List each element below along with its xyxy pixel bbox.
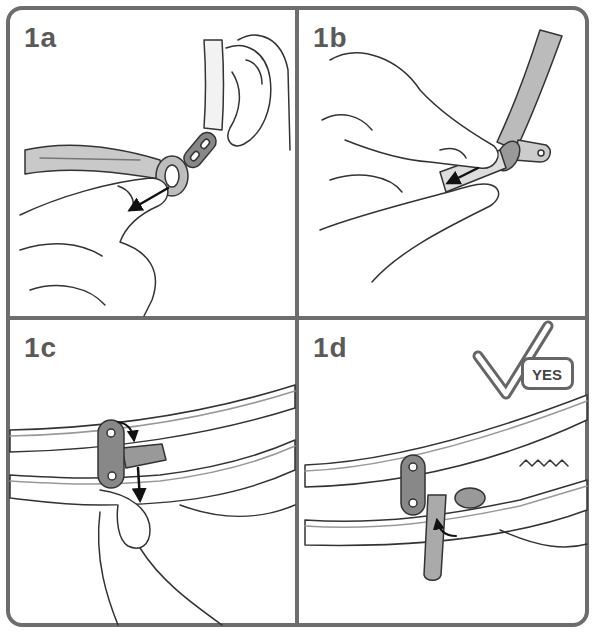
clip-hand-1a-part — [204, 40, 224, 130]
approval-badge: YES — [521, 357, 574, 390]
clip-hand-1a-part — [118, 186, 133, 210]
clip-hand-1a-part — [165, 165, 179, 187]
clip-hand-1c-part — [10, 385, 295, 452]
clip-hand-1c-part — [140, 548, 222, 625]
step-panel: 1c — [8, 318, 297, 625]
clip-hand-1d-part — [401, 455, 425, 515]
clip-hand-1b-part — [330, 53, 498, 168]
clip-hand-1a-part — [30, 286, 105, 305]
clip-hand-1a-part — [180, 129, 220, 171]
step-number: 1c — [24, 334, 57, 362]
step-panel: 1dYES — [297, 318, 588, 625]
clip-hand-1a-part — [180, 129, 220, 171]
clip-hand-1a-part — [246, 60, 262, 84]
clip-hand-1c-part — [108, 472, 116, 480]
clip-hand-1c-part — [107, 429, 115, 437]
clip-hand-1c-part — [122, 444, 166, 468]
clip-hand-1d-part — [305, 401, 587, 471]
clip-hand-1a-part — [20, 244, 102, 256]
clip-hand-1c-part — [10, 391, 295, 436]
clip-hand-1d — [305, 395, 587, 580]
step-number: 1b — [313, 24, 348, 52]
clip-hand-1d-part — [520, 460, 568, 466]
frame-part — [8, 316, 587, 320]
clip-hand-1b-part — [440, 148, 466, 158]
clip-hand-1d-part — [409, 499, 417, 507]
clip-hand-1a-part — [25, 145, 165, 180]
clip-hand-1b-part — [448, 168, 478, 183]
clip-hand-1d-part — [409, 463, 417, 471]
step-number: 1a — [24, 24, 57, 52]
clip-hand-1b-part — [538, 150, 544, 156]
clip-hand-1d-part — [305, 480, 587, 545]
clip-hand-1b-part — [497, 30, 562, 150]
clip-hand-1b-part — [320, 184, 499, 282]
clip-hand-1d-part — [500, 530, 587, 547]
badge-text: YES — [532, 367, 562, 382]
clip-hand-1a-part — [226, 46, 271, 146]
clip-hand-1c-part — [99, 512, 118, 625]
clip-hand-1a-part — [189, 150, 200, 162]
clip-hand-1c-part — [180, 505, 295, 516]
clip-hand-1c-part — [98, 420, 124, 488]
frame-part — [8, 8, 587, 625]
clip-hand-1c-part — [118, 422, 134, 440]
clip-hand-1a-part — [20, 178, 168, 316]
step-panel: 1b — [297, 8, 588, 318]
clip-hand-1d-part — [437, 520, 456, 536]
clip-hand-1c-part — [10, 440, 295, 505]
clip-hand-1a-part — [40, 158, 140, 160]
clip-hand-1c — [10, 385, 295, 625]
clip-hand-1c-part — [100, 490, 150, 548]
clip-hand-1a — [20, 35, 290, 316]
clip-hand-1d-part — [424, 495, 446, 580]
clip-hand-1b-part — [322, 115, 372, 130]
clip-hand-1b — [320, 30, 562, 282]
step-number: 1d — [313, 334, 348, 362]
clip-hand-1a-part — [238, 35, 290, 150]
clip-hand-1a-part — [200, 138, 211, 150]
clip-hand-1a-part — [130, 188, 168, 210]
frame — [8, 8, 587, 625]
clip-hand-1c-part — [138, 468, 140, 500]
clip-hand-1b-part — [330, 175, 402, 192]
step-panel: 1a — [8, 8, 297, 318]
clip-hand-1d-part — [305, 395, 587, 487]
clip-hand-1d-part — [455, 488, 485, 508]
